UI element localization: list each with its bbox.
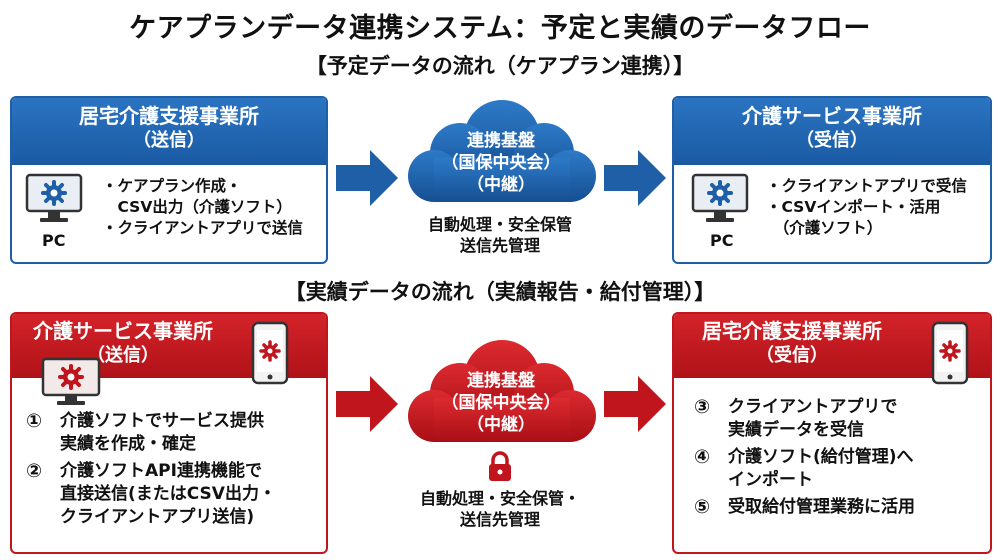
step-text: 受取給付管理業務に活用 <box>728 497 915 517</box>
plan-sender-role: （送信） <box>133 130 205 151</box>
plan-hub-caption: 自動処理・安全保管 送信先管理 <box>380 214 620 256</box>
actual-receiver-role: （受信） <box>756 345 828 366</box>
actual-sender-step: ① 介護ソフトでサービス提供 実績を作成・確定 <box>26 410 318 456</box>
actual-sender-box: 介護サービス事業所 （送信） ① 介護ソフトでサービス提供 実績を作成・確定 ② <box>10 312 328 554</box>
actual-hub-line3: （中継） <box>467 415 535 435</box>
step-number: ③ <box>694 396 711 418</box>
smartphone-gear-icon <box>931 321 969 385</box>
actual-sender-step: ② 介護ソフトAPI連携機能で 直接送信(またはCSV出力・ クライアントアプリ… <box>26 460 318 529</box>
plan-hub-line2: （国保中央会） <box>441 153 561 173</box>
step-number: ① <box>26 410 43 432</box>
actual-hub-label: 連携基盤 （国保中央会） （中継） <box>402 370 600 436</box>
plan-receiver-item: ・クライアントアプリで受信 <box>766 177 967 195</box>
plan-receiver-header: 介護サービス事業所 （受信） <box>674 98 990 165</box>
step-number: ② <box>26 460 43 482</box>
actual-sender-title: 介護サービス事業所 <box>33 319 213 343</box>
plan-hub-caption1: 自動処理・安全保管 <box>427 215 572 234</box>
plan-sender-item: CSV出力（介護ソフト） <box>102 198 292 216</box>
step-number: ④ <box>694 446 711 468</box>
plan-sender-items: ・ケアプラン作成・ CSV出力（介護ソフト） ・クライアントアプリで送信 <box>102 176 303 239</box>
actual-hub-line2: （国保中央会） <box>441 393 561 413</box>
actual-receiver-title: 居宅介護支援事業所 <box>702 319 882 343</box>
actual-receiver-steps: ③ クライアントアプリで 実績データを受信 ④ 介護ソフト(給付管理)へ インポ… <box>694 396 982 523</box>
monitor-gear-icon <box>41 357 101 405</box>
actual-receiver-step: ⑤ 受取給付管理業務に活用 <box>694 496 982 519</box>
arrow-right-icon <box>604 150 666 206</box>
cloud-icon <box>408 340 596 442</box>
plan-sender-header: 居宅介護支援事業所 （送信） <box>12 98 326 165</box>
plan-receiver-item: ・CSVインポート・活用 <box>766 198 941 216</box>
actual-sender-role: （送信） <box>87 345 159 366</box>
step-text: クライアントアプリで 実績データを受信 <box>728 397 898 440</box>
actual-receiver-box: 居宅介護支援事業所 （受信） ③ クライアントアプリで 実績データを受信 ④ 介… <box>672 312 992 554</box>
plan-section-heading: 【予定データの流れ（ケアプラン連携）】 <box>305 54 695 78</box>
step-text: 介護ソフトでサービス提供 実績を作成・確定 <box>60 411 264 454</box>
monitor-gear-icon <box>25 173 83 222</box>
actual-hub-caption: 自動処理・安全保管・ 送信先管理 <box>380 488 620 530</box>
plan-receiver-role: （受信） <box>796 130 868 151</box>
plan-sender-box: 居宅介護支援事業所 （送信） PC ・ケアプラン作成・ CSV出力（介護ソフト）… <box>10 96 328 264</box>
arrow-right-icon <box>336 376 398 432</box>
arrow-right-icon <box>604 376 666 432</box>
plan-sender-item: ・ケアプラン作成・ <box>102 177 242 195</box>
smartphone-gear-icon <box>251 321 289 385</box>
plan-hub-line1: 連携基盤 <box>467 131 535 151</box>
plan-sender-title: 居宅介護支援事業所 <box>79 104 259 128</box>
lock-icon <box>489 451 511 481</box>
step-number: ⑤ <box>694 496 711 518</box>
plan-sender-item: ・クライアントアプリで送信 <box>102 219 303 237</box>
step-text: 介護ソフト(給付管理)へ インポート <box>728 447 914 490</box>
plan-hub-caption2: 送信先管理 <box>459 236 540 255</box>
actual-hub-caption1: 自動処理・安全保管・ <box>419 489 580 508</box>
plan-receiver-box: 介護サービス事業所 （受信） PC ・クライアントアプリで受信 ・CSVインポー… <box>672 96 992 264</box>
plan-hub-label: 連携基盤 （国保中央会） （中継） <box>402 130 600 196</box>
actual-receiver-step: ④ 介護ソフト(給付管理)へ インポート <box>694 446 982 492</box>
plan-receiver-pc-label: PC <box>710 231 734 250</box>
actual-receiver-step: ③ クライアントアプリで 実績データを受信 <box>694 396 982 442</box>
actual-hub-line1: 連携基盤 <box>467 371 535 391</box>
plan-receiver-title: 介護サービス事業所 <box>742 104 922 128</box>
monitor-gear-icon <box>691 173 749 222</box>
plan-sender-pc-label: PC <box>42 231 66 250</box>
plan-hub-line3: （中継） <box>467 175 535 195</box>
plan-receiver-items: ・クライアントアプリで受信 ・CSVインポート・活用 （介護ソフト） <box>766 176 967 239</box>
plan-receiver-item: （介護ソフト） <box>766 219 883 237</box>
actual-section-heading: 【実績データの流れ（実績報告・給付管理）】 <box>284 280 716 304</box>
cloud-icon <box>408 100 596 202</box>
page-title: ケアプランデータ連携システム：予定と実績のデータフロー <box>129 13 871 44</box>
actual-sender-steps: ① 介護ソフトでサービス提供 実績を作成・確定 ② 介護ソフトAPI連携機能で … <box>26 410 318 533</box>
actual-hub-caption2: 送信先管理 <box>459 510 540 529</box>
arrow-right-icon <box>336 150 398 206</box>
step-text: 介護ソフトAPI連携機能で 直接送信(またはCSV出力・ クライアントアプリ送信… <box>60 461 276 527</box>
